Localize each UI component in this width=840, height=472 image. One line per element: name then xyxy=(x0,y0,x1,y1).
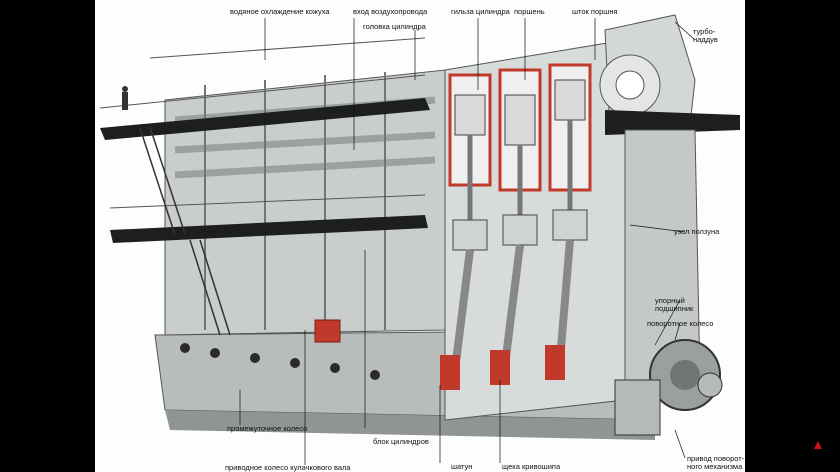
crossheads xyxy=(452,209,588,251)
label-piston: поршень xyxy=(514,7,545,16)
label-turning-gear-drive: привод поворот- ного механизма xyxy=(687,454,745,471)
bedplate-foot xyxy=(165,410,655,440)
leader-lines xyxy=(239,18,696,465)
label-thrust-bearing: упорный подшипник xyxy=(655,296,694,313)
label-cylinder-block: блок цилиндров xyxy=(373,437,429,446)
label-piston-rod: шток поршня xyxy=(572,7,618,16)
label-cylinder-liner: гильза цилиндра xyxy=(451,7,510,16)
label-cylinder-head: головка цилиндра xyxy=(363,22,426,31)
label-connecting-rod: шатун xyxy=(451,462,473,471)
turning-gear-drive xyxy=(614,379,661,436)
label-water-cooling: водяное охлаждение кожуха xyxy=(230,7,330,16)
label-intermediate-wheel: промежуточное колесо xyxy=(227,424,308,433)
label-turning-wheel: поворотное колесо xyxy=(647,319,714,328)
bedplate-holes xyxy=(180,343,380,380)
crank-cheeks xyxy=(440,345,565,390)
play-marker-icon[interactable] xyxy=(814,441,822,449)
pistons xyxy=(454,79,586,146)
label-crosshead: узел ползуна xyxy=(674,227,720,236)
engine-illustration: водяное охлаждение кожуха вход воздухопр… xyxy=(95,0,745,472)
middle-deck xyxy=(110,215,428,243)
label-camshaft-drive: приводное колесо кулачкового вала xyxy=(225,463,351,472)
connecting-rods xyxy=(451,239,574,371)
label-turbocharger: турбо- наддув xyxy=(693,27,718,44)
ladders xyxy=(139,126,231,336)
label-crank-cheek: щека кривошипа xyxy=(502,462,561,471)
label-air-inlet: вход воздухопровода xyxy=(353,7,428,16)
upper-deck xyxy=(100,98,430,140)
thrust-bearing xyxy=(697,372,723,398)
person-figure xyxy=(122,86,128,110)
turbo-deck xyxy=(605,110,740,135)
railings xyxy=(99,37,426,209)
engine-cutaway-drawing xyxy=(99,14,740,465)
red-box xyxy=(314,319,341,343)
